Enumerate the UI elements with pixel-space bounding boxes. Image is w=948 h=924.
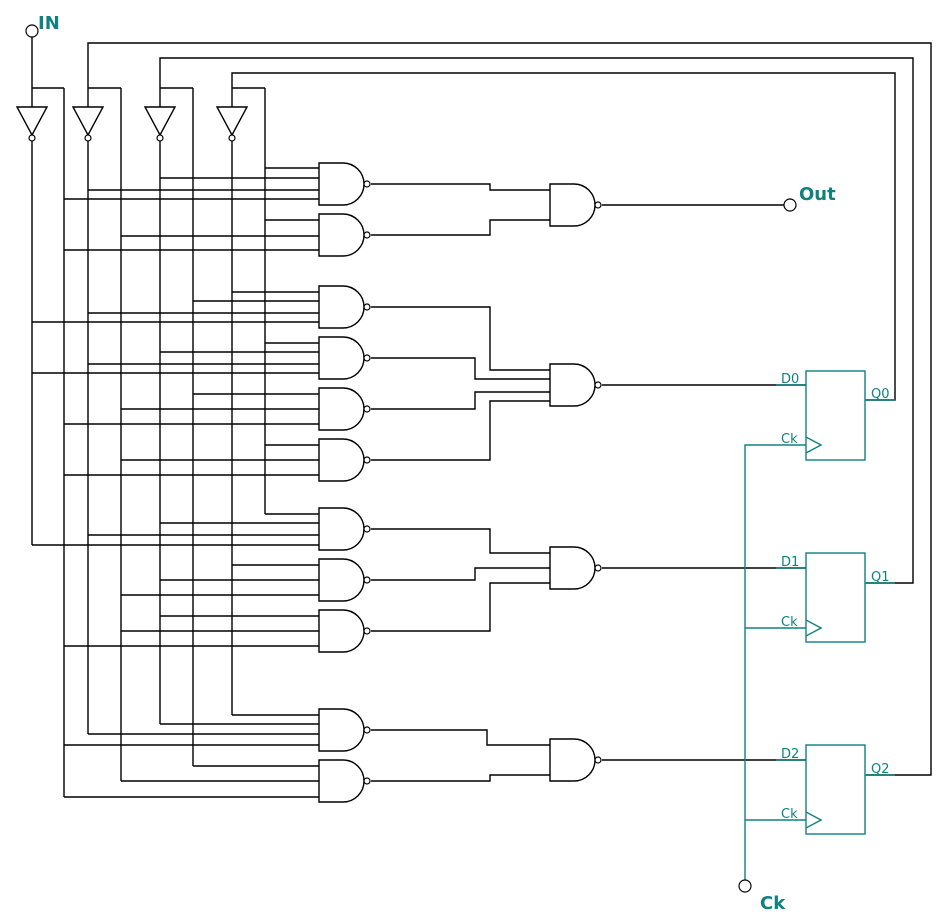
q-label: Q1 [871,570,890,585]
inversion-bubble-icon [363,525,371,533]
inversion-bubble-icon [363,627,371,635]
nand-body-icon [549,738,596,782]
input-label-ck: Ck [760,893,786,914]
d-label: D2 [781,747,799,762]
q-label: Q2 [871,762,890,777]
first-stage-nand-4 [318,336,371,380]
nand-gates [318,162,602,803]
inversion-bubble-icon [363,180,371,188]
inversion-bubble-icon [363,576,371,584]
ck-label: Ck [781,432,798,447]
first-stage-nand-6 [318,438,371,482]
nand-body-icon [318,759,365,803]
inverter-triangle-icon [71,106,105,137]
nand-body-icon [318,387,365,431]
first-stage-nand-8 [318,558,371,602]
second-stage-nand-3 [549,546,602,590]
inverter-q0 [215,87,266,715]
inversion-bubble-icon [363,231,371,239]
nand-body-icon [318,507,365,551]
first-stage-nand-10 [318,708,371,752]
inversion-bubble-icon [363,726,371,734]
d-label: D0 [781,372,799,387]
inversion-bubble-icon [594,564,602,572]
nand-body-icon [318,162,365,206]
first-stage-nand-9 [318,609,371,653]
pin-circle-icon [25,24,39,38]
input-pin-in: IN [25,13,60,88]
inversion-bubble-icon [363,303,371,311]
nand-body-icon [318,609,365,653]
pin-circle-icon [783,198,797,212]
inverter-triangle-icon [143,106,177,137]
first-stage-nand-2 [318,213,371,257]
inversion-bubble-icon [594,756,602,764]
nand-body-icon [318,285,365,329]
clock-wires: Ck [738,444,806,914]
nand-body-icon [318,558,365,602]
inverter-q2 [71,87,122,781]
flipflop-0: D0 Ck Q0 [776,370,895,461]
inversion-bubble-icon [363,456,371,464]
flipflop-1: D1 Ck Q1 [776,552,895,643]
inter-stage-wires [371,183,806,782]
nand-body-icon [549,183,596,227]
input-label-in: IN [38,13,60,34]
d-label: D1 [781,555,799,570]
inversion-bubble-icon [594,381,602,389]
inverter-q1 [143,87,194,766]
pin-circle-icon [738,879,752,893]
first-stage-input-wires [32,167,319,798]
flipflop-2: D2 Ck Q2 [776,744,895,835]
first-stage-nand-11 [318,759,371,803]
inversion-bubble-icon [363,777,371,785]
nand-body-icon [318,438,365,482]
inverter-row [15,87,266,797]
inversion-bubble-icon [594,201,602,209]
ck-label: Ck [781,807,798,822]
second-stage-nand-2 [549,363,602,407]
first-stage-nand-5 [318,387,371,431]
inverter-triangle-icon [15,106,49,137]
output-pin-out: Out [783,184,836,212]
first-stage-nand-7 [318,507,371,551]
clock-triangle-icon [805,436,823,454]
output-label-out: Out [799,184,836,205]
nand-body-icon [549,546,596,590]
q-label: Q0 [871,387,890,402]
ck-label: Ck [781,615,798,630]
inverter-in [15,87,65,797]
clock-triangle-icon [805,619,823,637]
second-stage-nand-1 [549,183,602,227]
inversion-bubble-icon [363,405,371,413]
nand-body-icon [318,708,365,752]
first-stage-nand-1 [318,162,371,206]
second-stage-nand-4 [549,738,602,782]
first-stage-nand-3 [318,285,371,329]
nand-body-icon [549,363,596,407]
clock-triangle-icon [805,811,823,829]
inverter-triangle-icon [215,106,249,137]
nand-body-icon [318,213,365,257]
nand-body-icon [318,336,365,380]
inversion-bubble-icon [363,354,371,362]
